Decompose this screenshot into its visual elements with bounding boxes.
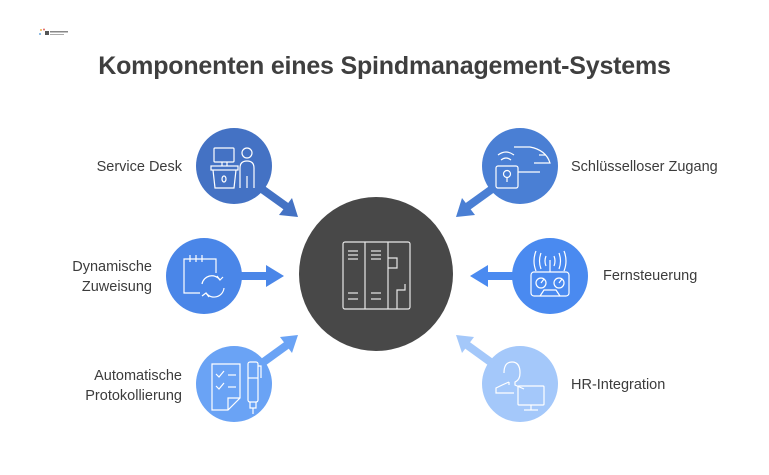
brand-logo-icon <box>39 28 68 35</box>
label-dynamische-zuweisung: Dynamische Zuweisung <box>72 259 152 295</box>
label-service-desk: Service Desk <box>96 159 182 175</box>
page-title: Komponenten eines Spindmanagement-System… <box>98 52 671 80</box>
locker-icon <box>342 241 411 310</box>
label-automatische-protokollierung: Automatische Protokollierung <box>85 368 182 404</box>
label-fernsteuerung: Fernsteuerung <box>603 268 698 284</box>
node-schluesselloser-zugang <box>482 128 558 204</box>
hr-user-monitor-icon <box>495 361 545 411</box>
remote-control-icon <box>530 250 570 297</box>
calendar-sync-icon <box>183 255 225 298</box>
node-automatische-protokollierung <box>196 346 272 422</box>
node-dynamische-zuweisung <box>166 238 242 314</box>
brand-logo <box>38 24 72 35</box>
keyless-access-icon <box>495 146 551 189</box>
arrow-fernsteuerung <box>470 265 516 287</box>
node-hr-integration <box>482 346 558 422</box>
label-hr-integration: HR-Integration <box>571 377 666 393</box>
node-service-desk <box>196 128 272 204</box>
arrow-dynamische-zuweisung <box>238 265 284 287</box>
node-fernsteuerung <box>512 238 588 314</box>
checklist-pen-icon <box>211 361 262 414</box>
service-desk-icon <box>210 147 255 189</box>
label-schluesselloser-zugang: Schlüsselloser Zugang <box>571 159 718 175</box>
center-node <box>299 197 453 351</box>
